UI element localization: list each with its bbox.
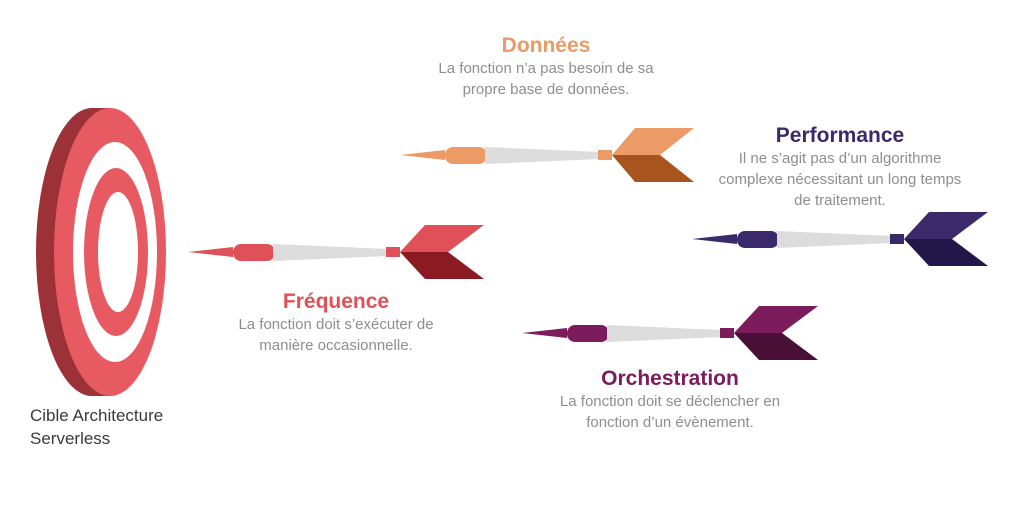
dart-orchestration-icon bbox=[522, 306, 818, 360]
criterion-title: Données bbox=[501, 34, 591, 57]
criterion-orchestration: Orchestration La fonction doit se déclen… bbox=[520, 367, 820, 433]
criterion-title: Performance bbox=[775, 124, 905, 147]
criterion-description: La fonction doit s’exécuter de manière o… bbox=[186, 314, 486, 356]
description-line: La fonction doit s’exécuter de bbox=[238, 316, 434, 333]
criterion-title: Orchestration bbox=[601, 367, 739, 390]
target-icon bbox=[36, 108, 166, 396]
criterion-title: Fréquence bbox=[282, 290, 390, 313]
criterion-description: Il ne s’agit pas d’un algorithme complex… bbox=[690, 148, 990, 211]
target-caption-line: Serverless bbox=[30, 429, 111, 448]
description-line: de traitement. bbox=[794, 192, 886, 209]
dart-donnees-icon bbox=[400, 128, 694, 182]
target-caption-line: Cible Architecture bbox=[30, 406, 164, 425]
description-line: propre base de données. bbox=[462, 81, 630, 98]
description-line: La fonction doit se déclencher en bbox=[559, 393, 781, 410]
target-caption: Cible Architecture Serverless bbox=[30, 404, 230, 450]
description-line: Il ne s’agit pas d’un algorithme bbox=[738, 150, 942, 167]
description-line: fonction d’un évènement. bbox=[586, 414, 754, 431]
description-line: complexe nécessitant un long temps bbox=[718, 171, 962, 188]
criterion-description: La fonction doit se déclencher en foncti… bbox=[520, 391, 820, 433]
description-line: manière occasionnelle. bbox=[259, 337, 413, 354]
dart-performance-icon bbox=[692, 212, 988, 266]
criterion-donnees: Données La fonction n’a pas besoin de sa… bbox=[396, 34, 696, 100]
description-line: La fonction n’a pas besoin de sa bbox=[438, 60, 654, 77]
dart-frequence-icon bbox=[188, 225, 484, 279]
criterion-frequence: Fréquence La fonction doit s’exécuter de… bbox=[186, 290, 486, 356]
criterion-performance: Performance Il ne s’agit pas d’un algori… bbox=[690, 124, 990, 211]
criterion-description: La fonction n’a pas besoin de sa propre … bbox=[396, 58, 696, 100]
